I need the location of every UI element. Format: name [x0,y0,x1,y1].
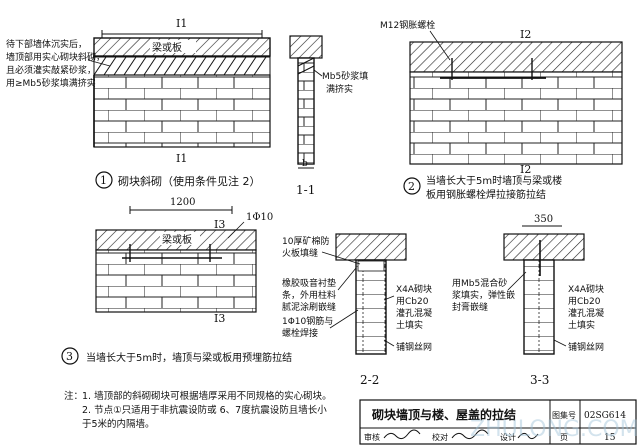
bolts [440,58,546,80]
signature [517,432,539,440]
svg-text:图集号: 图集号 [552,410,576,420]
section-mark-i3-top: I3 [214,218,225,231]
svg-text:校对: 校对 [432,432,448,442]
side-note: 待下部墙体沉实后， 墙顶部用实心砌块斜砌， 且必须灌实敲紧砂浆， 用≥Mb5砂浆… [6,38,108,89]
dim-350: 350 [534,214,553,225]
section-1-1: Mb5砂浆填 满挤实 b 1-1 [289,35,371,197]
section-2-2: 10厚矿棉防 火板填缝 橡胶吸音衬垫 条，外用柱料 腻泥涂刷嵌缝 1Φ10钢筋与… [282,233,432,387]
svg-text:页: 页 [560,433,568,442]
caption-number: 3 [66,350,73,363]
section-mark-i1-top: I1 [176,17,187,30]
wall-section [355,259,387,355]
label-mortar: 用Mb5混合砂 浆填实，弹性嵌 封膏嵌缝 [452,277,518,313]
slab-label: 梁或板 [162,233,192,246]
rebar-label: 1Φ10 [246,212,273,223]
detail-1: I1 梁或板 I1 待下部墙体沉实后， 墙顶部用实心砌块斜砌， 且必须灌 [6,17,271,189]
block-wall [409,71,623,165]
label-block: X4A砌块 用Cb20 灌孔混凝 土填实 [568,283,607,331]
section-mark-i2-bottom: I2 [520,163,531,176]
slab-label: 梁或板 [152,41,182,54]
svg-text:X4A砌块: X4A砌块 [396,283,432,295]
detail-2: M12钢胀螺栓 I2 I2 2 当墙长大于5m时墙顶与梁或楼 板用钢胀螺栓焊拉接… [380,19,623,201]
wall-section [523,259,555,355]
section-title: 1-1 [296,183,315,197]
label-rebar: 1Φ10钢筋与 螺栓焊接 [282,315,336,339]
svg-text:灌孔混凝: 灌孔混凝 [396,307,432,319]
svg-text:审核: 审核 [364,432,380,442]
dim-1200: 1200 [170,197,195,208]
wall-section [297,57,315,165]
mortar-note: Mb5砂浆填 满挤实 [322,70,371,95]
label-mesh: 铺钢丝网 [396,341,432,353]
slab [409,41,623,73]
label-mesh: 铺钢丝网 [568,341,604,353]
svg-text:用Cb20: 用Cb20 [396,296,429,307]
drawing-title: 砌块墙顶与楼、屋盖的拉结 [371,407,516,422]
note-1: 1. 墙顶部的斜砌砌块可根据墙厚采用不同规格的实心砌块。 [82,390,332,402]
bolt-label: M12钢胀螺栓 [380,19,435,31]
signature [451,429,489,440]
caption: 当墙长大于5m时，墙顶与梁或板用预埋筋拉结 [86,351,292,364]
section-mark-i3-bottom: I3 [214,312,225,325]
page-number: 15 [604,433,616,443]
svg-text:设计: 设计 [500,432,516,442]
svg-text:b: b [302,159,308,169]
watermark: ZHULONG.COM [470,417,639,442]
label-rubber: 橡胶吸音衬垫 条，外用柱料 腻泥涂刷嵌缝 [282,277,339,313]
section-mark-i2-top: I2 [520,28,531,41]
section-title: 3-3 [530,373,549,387]
caption: 当墙长大于5m时墙顶与梁或楼 板用钢胀螺栓焊拉接筋拉结 [426,174,565,201]
block-wall [95,249,257,313]
notes: 注： 1. 墙顶部的斜砌砌块可根据墙厚采用不同规格的实心砌块。 2. 节点①只适… [64,390,332,430]
title-block: 砌块墙顶与楼、屋盖的拉结 图集号 02SG614 审核 校对 设计 页 15 [359,399,637,445]
atlas-number: 02SG614 [584,411,626,421]
svg-text:土填实: 土填实 [396,319,423,331]
signature [383,429,421,440]
caption-number: 2 [408,180,415,193]
section-mark-i1-bottom: I1 [176,152,187,165]
note-2: 2. 节点①只适用于非抗震设防或 6、7度抗震设防且墙长小 [82,404,327,416]
svg-text:注：: 注： [64,390,83,402]
note-3: 于5米的内隔墙。 [82,418,155,430]
section-title: 2-2 [360,373,379,387]
caption-number: 1 [100,174,107,187]
block-wall [93,74,271,148]
section-3-3: 350 用Mb5混合砂 浆填实，弹性嵌 封膏嵌缝 X4A砌块 用Cb20 灌孔混… [452,214,607,387]
label-firestop: 10厚矿棉防 火板填缝 [282,235,332,259]
caption: 砌块斜砌（使用条件见注 2） [118,174,261,188]
detail-3: 1200 1Φ10 I3 梁或板 I3 3 当墙长大于5m时，墙顶与梁或板用预埋… [61,197,292,365]
